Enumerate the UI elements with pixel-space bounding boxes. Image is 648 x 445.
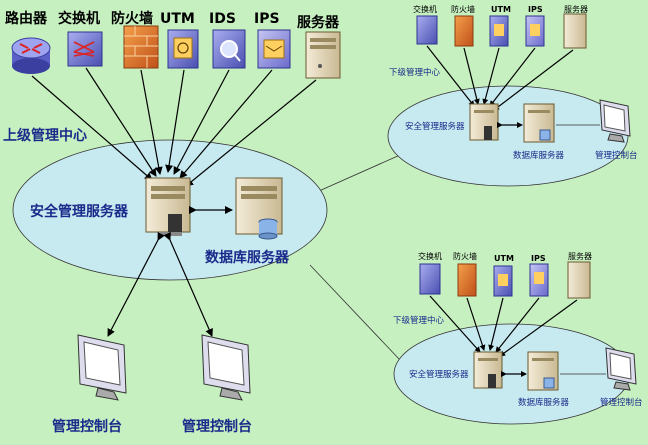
utm-icon — [167, 29, 199, 69]
firewall-label: 防火墙 — [111, 10, 153, 27]
sub2-security-server-icon — [473, 351, 503, 389]
utm-label: UTM — [160, 11, 195, 27]
sub1-security-server-icon — [469, 103, 499, 141]
sub2-title: 下级管理中心 — [393, 315, 445, 326]
sub1-firewall-icon — [454, 15, 474, 47]
sub2-device-arrows — [429, 295, 578, 357]
sub2-security-server-label: 安全管理服务器 — [409, 369, 469, 380]
sub2-console-monitor-icon — [605, 347, 637, 391]
main-center-title: 上级管理中心 — [3, 127, 87, 144]
console-2-label: 管理控制台 — [182, 418, 252, 435]
console-2-link — [163, 231, 213, 337]
sub1-db-server-label: 数据库服务器 — [513, 150, 565, 161]
ips-icon — [257, 29, 291, 69]
sub1-switch-icon — [416, 15, 438, 45]
sub1-title: 下级管理中心 — [389, 67, 441, 78]
sub2-switch-label: 交换机 — [418, 251, 442, 261]
sub1-console-label: 管理控制台 — [595, 150, 638, 161]
sub2-switch-icon — [419, 263, 441, 295]
sub1-device-arrows — [426, 45, 574, 111]
sub1-firewall-label: 防火墙 — [451, 4, 475, 14]
sub1-server-icon — [563, 13, 587, 49]
sub2-console-label: 管理控制台 — [600, 397, 643, 408]
console-1-label: 管理控制台 — [52, 418, 122, 435]
server-icon — [305, 31, 341, 79]
main-db-server-label: 数据库服务器 — [205, 249, 290, 266]
sub1-server-label: 服务器 — [564, 4, 588, 14]
sub2-firewall-label: 防火墙 — [453, 251, 477, 261]
ips-label: IPS — [254, 11, 280, 27]
sub2-devices — [419, 261, 591, 299]
router-icon — [11, 37, 51, 74]
main-security-server-icon — [145, 177, 191, 236]
firewall-icon — [123, 25, 159, 69]
ids-icon — [212, 29, 246, 69]
sub2-server-label: 服务器 — [568, 251, 592, 261]
console-1-monitor-icon — [77, 334, 127, 401]
server-label: 服务器 — [297, 14, 340, 31]
sub2-db-server-label: 数据库服务器 — [518, 397, 570, 408]
sub1-utm-label: UTM — [491, 5, 511, 14]
console-1-link — [107, 231, 165, 337]
switch-icon — [67, 31, 103, 67]
link-main-to-sub2 — [309, 264, 401, 361]
sub2-firewall-icon — [457, 263, 477, 297]
main-db-server-icon — [235, 177, 283, 240]
sub1-ips-label: IPS — [528, 5, 543, 14]
sub2-server-icon — [567, 261, 591, 299]
sub1-console-monitor-icon — [599, 99, 631, 143]
sub2-utm-label: UTM — [494, 254, 514, 263]
sub-center-1-ellipse — [387, 85, 629, 187]
link-main-to-sub1 — [309, 154, 401, 196]
sub2-ips-label: IPS — [531, 254, 546, 263]
sub1-switch-label: 交换机 — [413, 4, 437, 14]
router-label: 路由器 — [5, 10, 48, 27]
switch-label: 交换机 — [58, 10, 100, 27]
console-2-monitor-icon — [201, 334, 251, 401]
ids-label: IDS — [209, 11, 236, 27]
main-security-server-label: 安全管理服务器 — [30, 203, 129, 220]
sub1-db-server-icon — [523, 103, 555, 143]
device-arrows — [31, 67, 317, 187]
sub2-db-server-icon — [527, 351, 559, 391]
sub1-devices — [416, 13, 587, 49]
sub1-security-server-label: 安全管理服务器 — [405, 121, 465, 132]
